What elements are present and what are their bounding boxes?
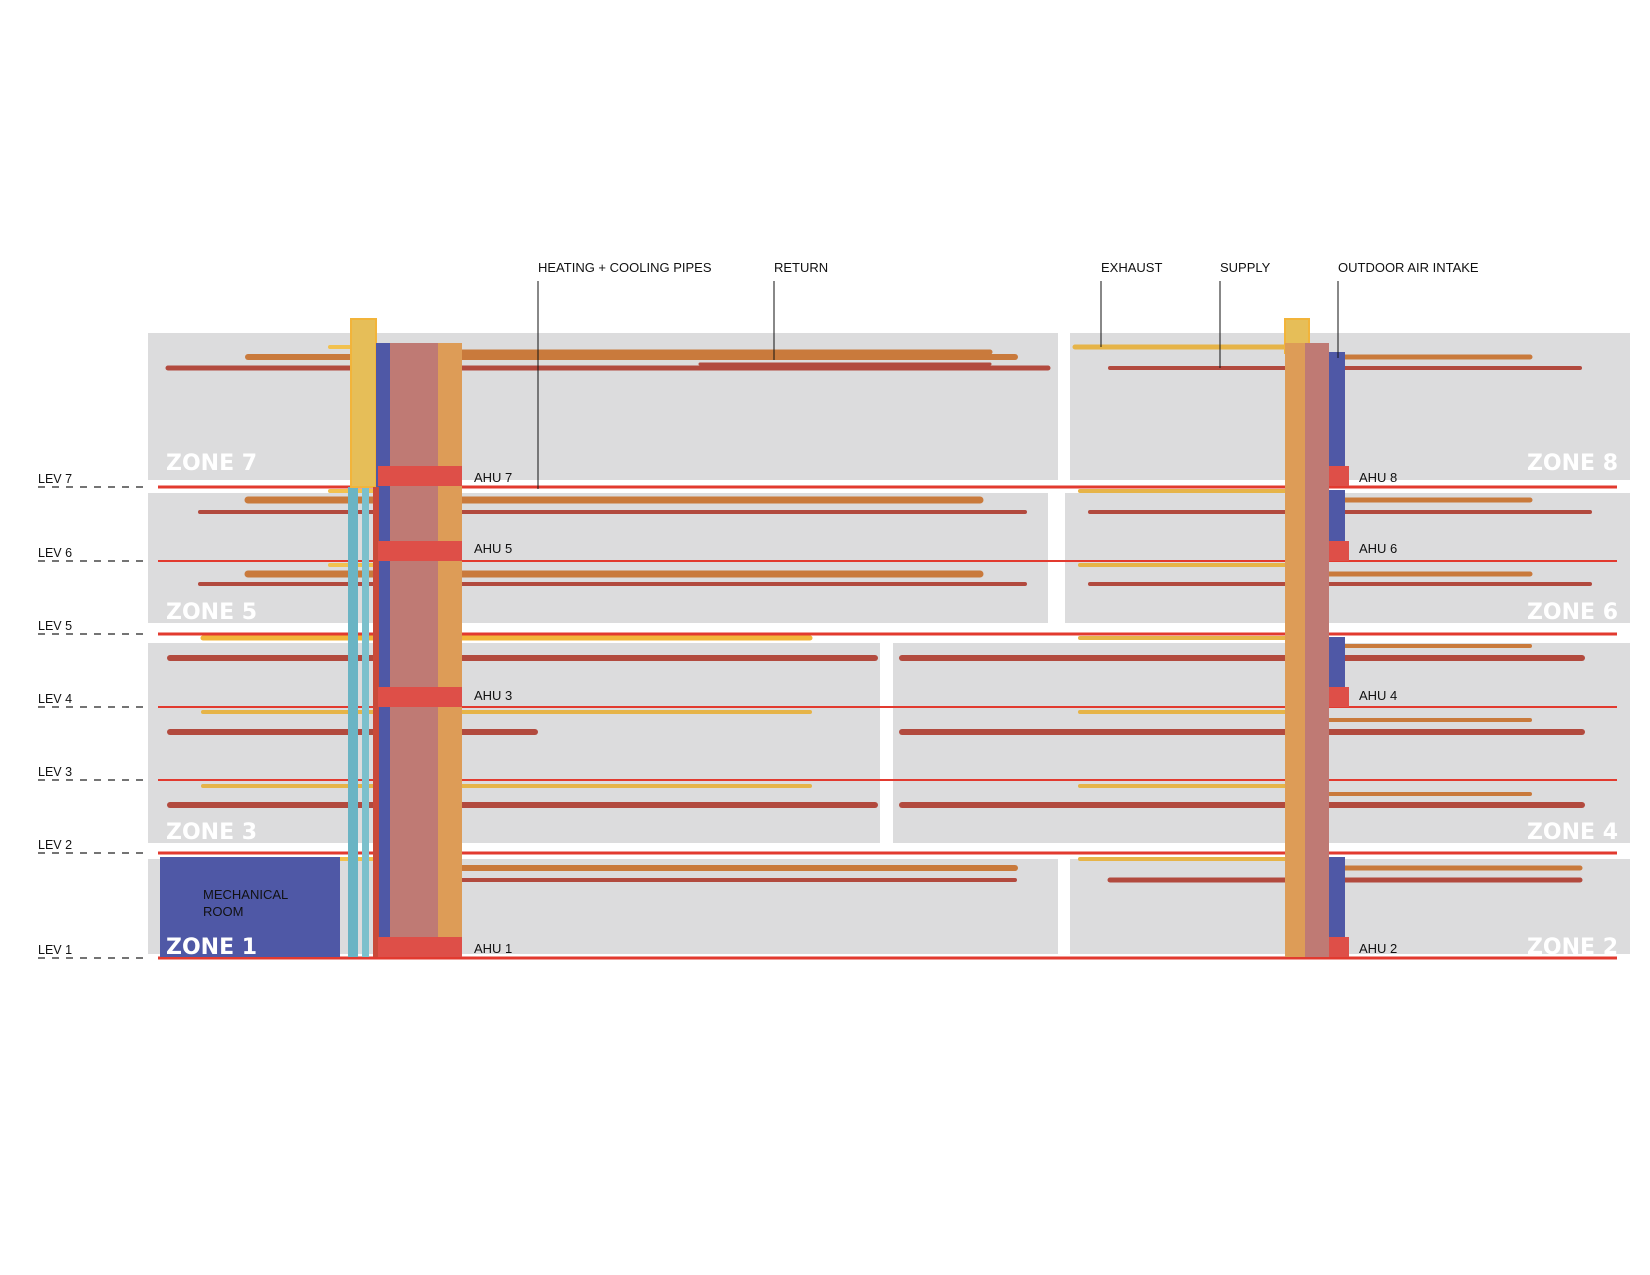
heating-cooling-riser xyxy=(362,487,369,957)
zone-2-label: ZONE 2 xyxy=(1527,935,1618,960)
zone-4-label: ZONE 4 xyxy=(1527,820,1618,845)
right-risers xyxy=(1284,318,1349,957)
ahu-2-label: AHU 2 xyxy=(1359,941,1397,956)
return-callout: RETURN xyxy=(774,260,828,275)
outdoor-air-shaft xyxy=(1329,490,1345,541)
zone-5-label: ZONE 5 xyxy=(166,600,257,625)
ahu-labels: AHU 7 AHU 5 AHU 3 AHU 1 AHU 8 AHU 6 AHU … xyxy=(474,470,1397,956)
level-5-label: LEV 5 xyxy=(38,619,72,633)
ahu-1-label: AHU 1 xyxy=(474,941,512,956)
ahu-8-unit xyxy=(1329,466,1349,486)
return-shaft xyxy=(390,343,438,957)
zone-labels: ZONE 7 ZONE 8 ZONE 5 ZONE 6 ZONE 3 ZONE … xyxy=(166,451,1618,960)
outdoor-air-shaft xyxy=(1329,857,1345,937)
ahu-1-unit xyxy=(378,937,462,957)
ahu-7-unit xyxy=(378,466,462,486)
ahu-3-unit xyxy=(378,687,462,707)
return-shaft xyxy=(1305,343,1329,957)
heating-cooling-callout: HEATING + COOLING PIPES xyxy=(538,260,712,275)
level-4-label: LEV 4 xyxy=(38,692,72,706)
supply-shaft xyxy=(438,343,462,957)
level-markers: LEV 7 LEV 6 LEV 5 LEV 4 LEV 3 LEV 2 LEV … xyxy=(38,472,145,959)
exhaust-shaft xyxy=(350,318,377,488)
callouts xyxy=(537,281,1339,489)
supply-callout: SUPPLY xyxy=(1220,260,1271,275)
zone-4-block xyxy=(893,643,1630,843)
zone-1-label: ZONE 1 xyxy=(166,935,257,960)
exhaust-callout: EXHAUST xyxy=(1101,260,1162,275)
heating-cooling-riser xyxy=(348,487,358,957)
zone-3-label: ZONE 3 xyxy=(166,820,257,845)
ahu-6-unit xyxy=(1329,541,1349,561)
ahu-3-label: AHU 3 xyxy=(474,688,512,703)
return-riser xyxy=(373,487,379,957)
zone-7-label: ZONE 7 xyxy=(166,451,257,476)
level-2-label: LEV 2 xyxy=(38,838,72,852)
zone-blocks xyxy=(148,333,1630,954)
ahu-4-label: AHU 4 xyxy=(1359,688,1397,703)
mechanical-room xyxy=(160,857,340,957)
outdoor-air-shaft xyxy=(376,343,391,957)
level-7-label: LEV 7 xyxy=(38,472,72,486)
level-3-label: LEV 3 xyxy=(38,765,72,779)
mechanical-room-label-line1: MECHANICAL xyxy=(203,887,288,902)
ahu-2-unit xyxy=(1329,937,1349,957)
ahu-6-label: AHU 6 xyxy=(1359,541,1397,556)
zone-6-label: ZONE 6 xyxy=(1527,600,1618,625)
ahu-5-label: AHU 5 xyxy=(474,541,512,556)
zone-2-block xyxy=(1070,859,1630,954)
zone-8-label: ZONE 8 xyxy=(1527,451,1618,476)
outdoor-air-shaft xyxy=(1329,352,1345,466)
ahu-4-unit xyxy=(1329,687,1349,707)
zone-5-block xyxy=(148,493,1048,623)
zone-3-block xyxy=(148,643,880,843)
ahu-7-label: AHU 7 xyxy=(474,470,512,485)
outdoor-air-callout: OUTDOOR AIR INTAKE xyxy=(1338,260,1479,275)
mechanical-room-label-line2: ROOM xyxy=(203,904,243,919)
level-6-label: LEV 6 xyxy=(38,546,72,560)
outdoor-air-shaft xyxy=(1329,637,1345,687)
left-risers xyxy=(348,318,462,957)
ahu-5-unit xyxy=(378,541,462,561)
level-1-label: LEV 1 xyxy=(38,943,72,957)
ahu-8-label: AHU 8 xyxy=(1359,470,1397,485)
